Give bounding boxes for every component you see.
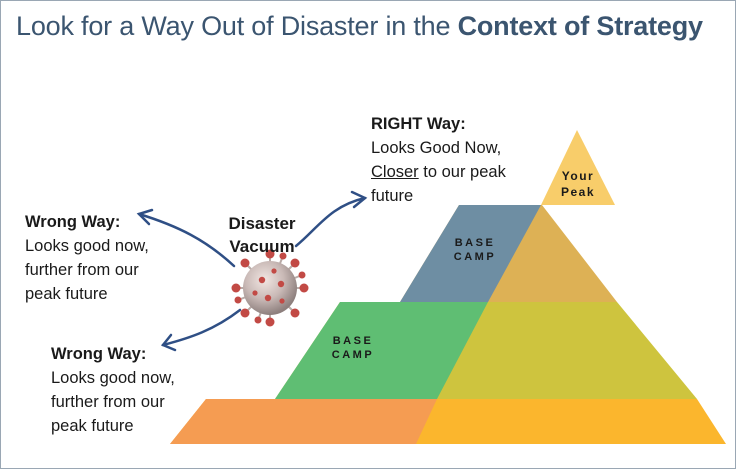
wrong-way-2-line2: further from our	[51, 393, 165, 411]
wrong-way-1-heading: Wrong Way:	[25, 213, 121, 231]
arrow-wrong-way-1-head	[136, 208, 154, 226]
wrong-way-2-line3: peak future	[51, 417, 134, 435]
arrow-right-way	[294, 196, 367, 248]
wrong-way-2-line1: Looks good now,	[51, 369, 175, 387]
right-way-heading: RIGHT Way:	[371, 115, 466, 133]
base-camp-upper-line1: BASE	[454, 237, 496, 249]
virus-icon	[231, 249, 309, 327]
base-camp-upper-line2: CAMP	[453, 251, 497, 263]
right-way-line1: Looks Good Now,	[371, 139, 502, 157]
right-way-line3: future	[371, 187, 414, 205]
title-text: Look for a Way Out of Disaster in the	[16, 11, 458, 41]
disaster-label-line1: Disaster	[228, 214, 296, 233]
disaster-label-line2: Vacuum	[229, 237, 295, 256]
arrow-wrong-way-1	[137, 212, 236, 268]
right-way-line2: to our peak	[418, 163, 506, 181]
base-camp-upper-label: BASE CAMP	[440, 236, 510, 264]
disaster-vacuum-label: Disaster Vacuum	[212, 212, 312, 258]
your-peak-label: Your Peak	[548, 168, 608, 200]
right-way-closer: Closer	[371, 163, 419, 181]
base-camp-upper-block	[400, 205, 541, 302]
title-emphasis: Context of Strategy	[457, 11, 703, 41]
base-camp-lower-block	[275, 302, 488, 399]
wrong-way-1-line1: Looks good now,	[25, 237, 149, 255]
pyramid-peak	[541, 130, 615, 205]
arrow-right-way-head	[350, 190, 368, 209]
wrong-way-1-line3: peak future	[25, 285, 108, 303]
arrow-wrong-way-2-head	[160, 333, 177, 352]
arrow-wrong-way-2	[161, 308, 242, 347]
bottom-left-block	[170, 399, 437, 444]
right-way-text: RIGHT Way: Looks Good Now, Closer to our…	[371, 112, 506, 208]
base-camp-lower-label: BASE CAMP	[318, 334, 388, 362]
slide-title: Look for a Way Out of Disaster in the Co…	[16, 11, 703, 42]
peak-label-line1: Your	[561, 169, 595, 183]
wrong-way-2-heading: Wrong Way:	[51, 345, 147, 363]
base-camp-lower-line1: BASE	[332, 335, 374, 347]
wrong-way-1-line2: further from our	[25, 261, 139, 279]
base-camp-lower-line2: CAMP	[331, 349, 375, 361]
wrong-way-2-text: Wrong Way: Looks good now, further from …	[51, 342, 175, 438]
peak-label-line2: Peak	[560, 185, 596, 199]
wrong-way-1-text: Wrong Way: Looks good now, further from …	[25, 210, 149, 306]
